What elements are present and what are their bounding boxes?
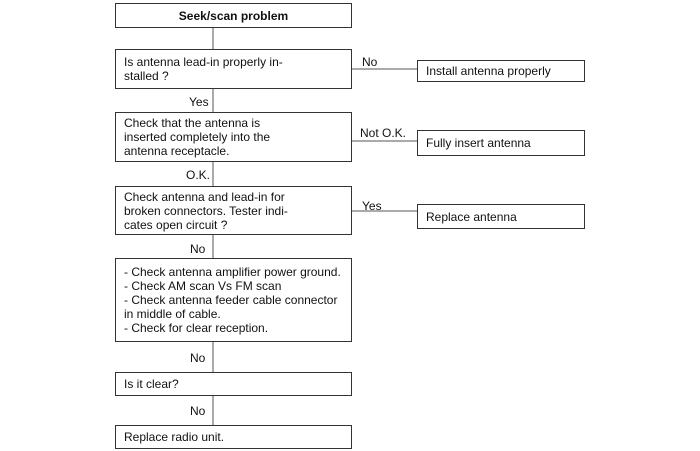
step-text: - Check antenna amplifier power ground. …: [124, 265, 341, 335]
action-install-antenna: Install antenna properly: [417, 60, 585, 82]
branch-label: No: [190, 242, 206, 256]
action-insert-antenna: Fully insert antenna: [417, 130, 585, 156]
branch-label: No: [362, 55, 378, 69]
check-antenna-inserted: Check that the antenna is inserted compl…: [115, 112, 352, 162]
action-text: Fully insert antenna: [426, 136, 531, 150]
branch-label: No: [190, 351, 206, 365]
checks-list: - Check antenna amplifier power ground. …: [115, 258, 352, 342]
branch-label: No: [190, 404, 206, 418]
branch-label: O.K.: [186, 168, 211, 182]
action-replace-antenna: Replace antenna: [417, 204, 585, 229]
step-text: Is it clear?: [124, 377, 179, 391]
title-text: Seek/scan problem: [178, 8, 289, 23]
action-text: Replace antenna: [426, 209, 517, 224]
step-text: Check antenna and lead-in for broken con…: [124, 189, 288, 232]
step-text: Check that the antenna is inserted compl…: [124, 116, 271, 158]
question-broken-connectors: Check antenna and lead-in for broken con…: [115, 186, 352, 235]
action-text: Install antenna properly: [426, 64, 551, 78]
step-text: Replace radio unit.: [124, 430, 225, 444]
question-is-clear: Is it clear?: [115, 372, 352, 396]
step-text: Is antenna lead-in properly in- stalled …: [124, 55, 283, 83]
final-step: Replace radio unit.: [115, 425, 352, 449]
branch-label: Yes: [189, 95, 209, 109]
branch-label: Yes: [362, 199, 382, 213]
branch-label: Not O.K.: [360, 126, 407, 140]
start-box: Seek/scan problem: [115, 3, 352, 28]
question-antenna-installed: Is antenna lead-in properly in- stalled …: [115, 49, 352, 89]
